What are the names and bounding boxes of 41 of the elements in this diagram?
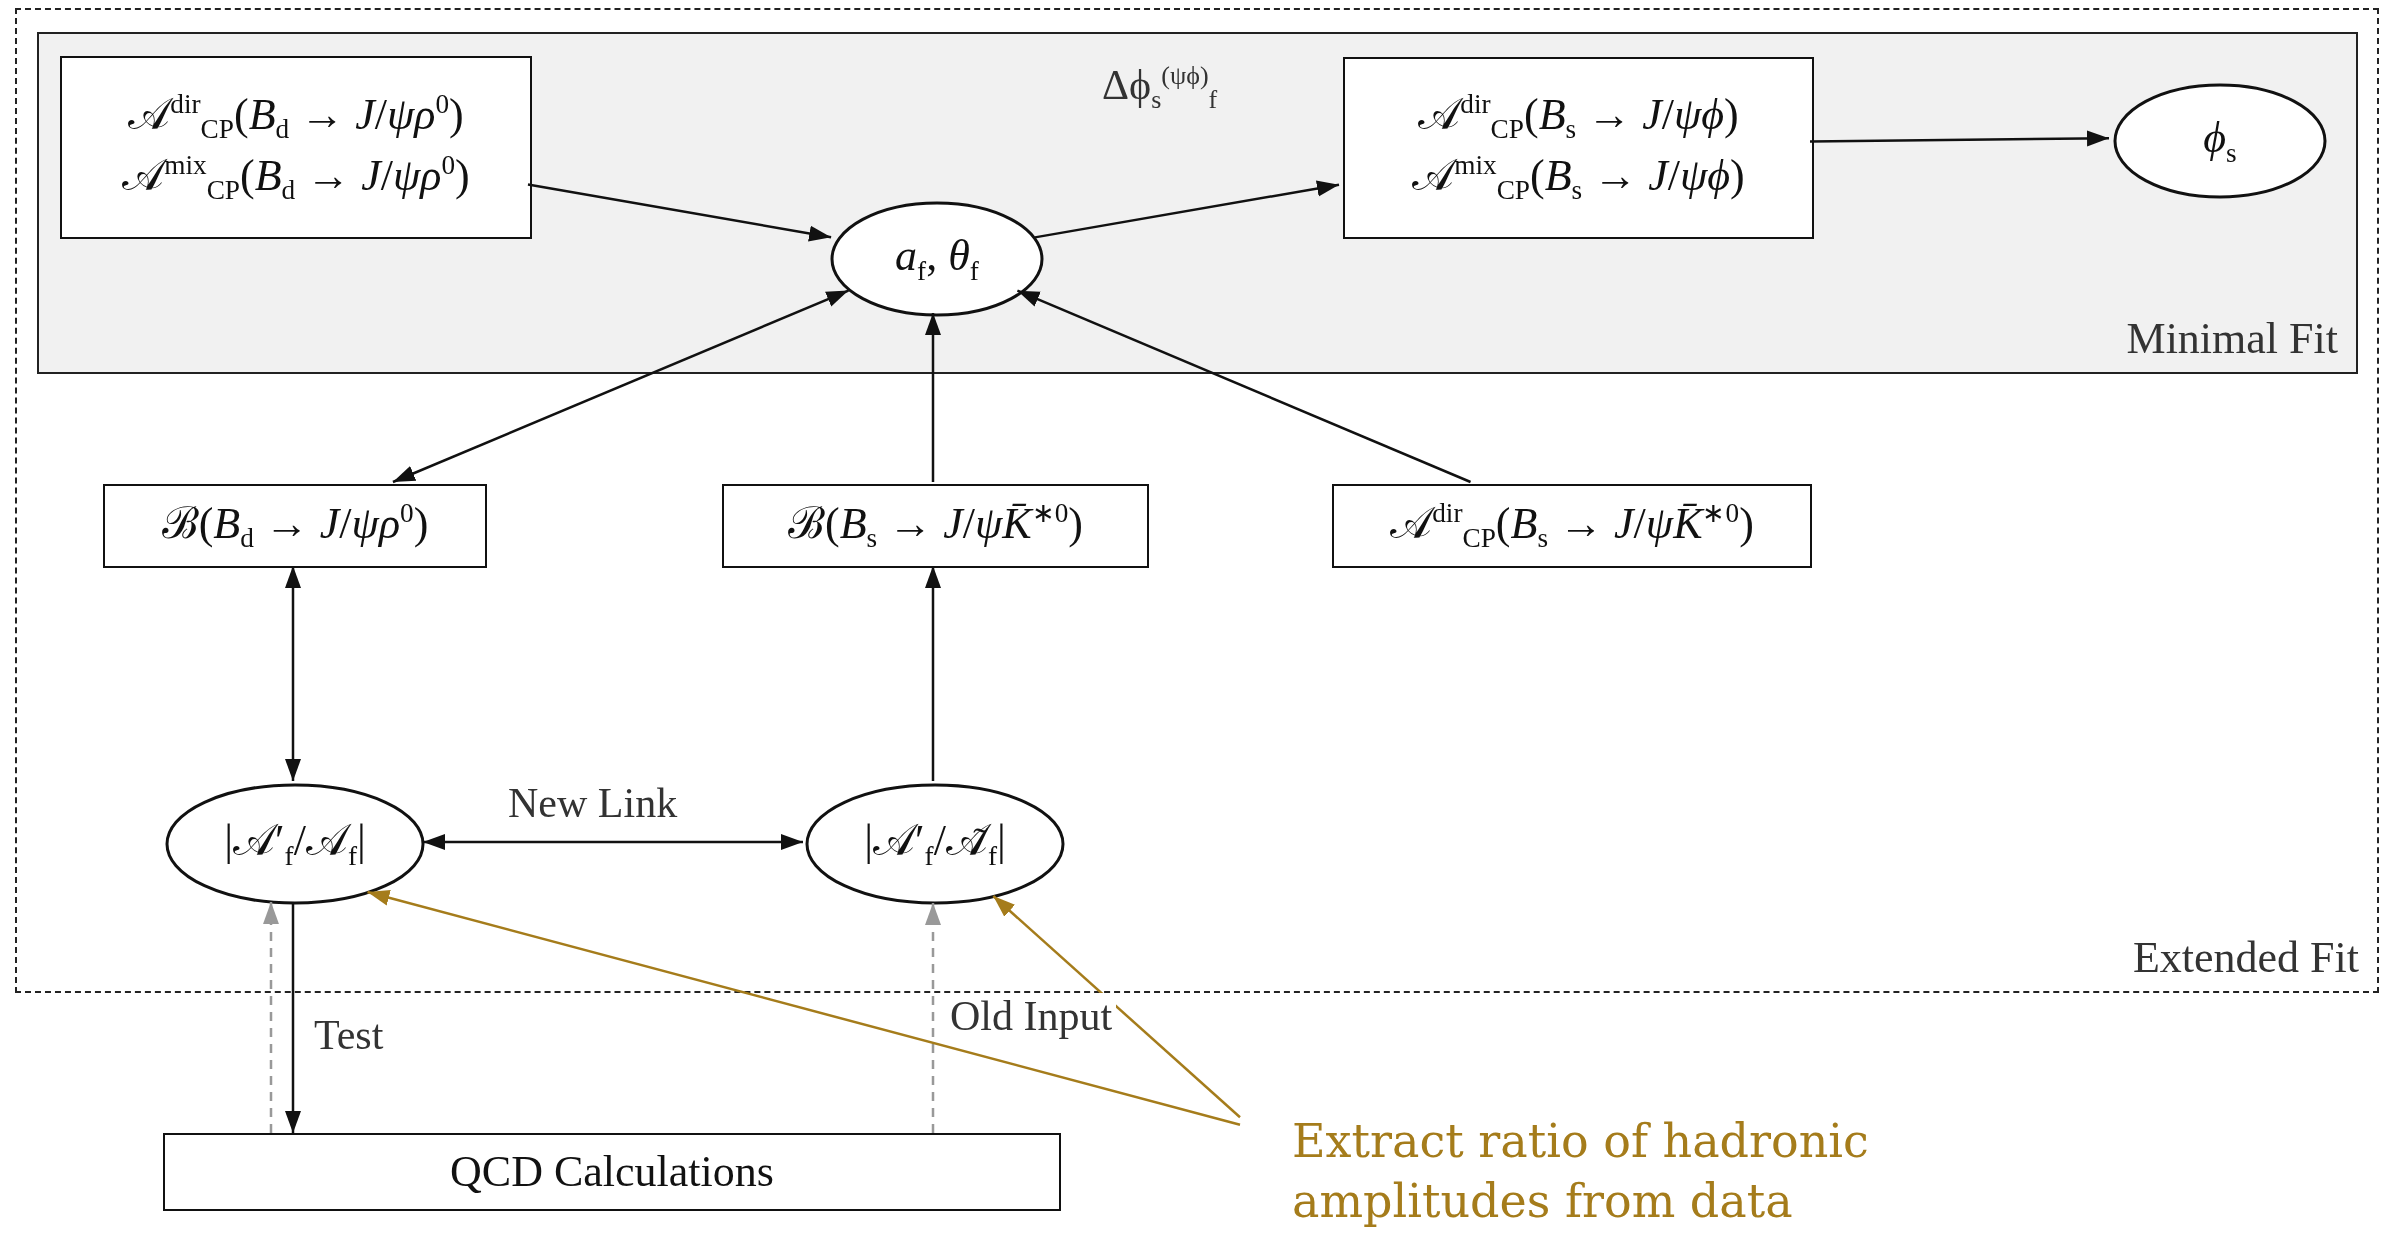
calculation-box [163,1133,1061,1211]
math-label: QCD Calculations [450,1146,774,1198]
annotation-text: Extract ratio of hadronic amplitudes from data [1240,1112,1960,1242]
observable-box [60,56,532,239]
math-label: a$_{f}$, θ$_{f}$ [895,230,979,288]
region-heading: Minimal Fit [2126,313,2338,364]
parameter-ellipse [2113,83,2327,199]
math-label: ℬ(B$_{s}$ → J/ψK̄$^{∗0}$) [788,497,1083,555]
arrow [527,183,832,242]
arrow [423,834,803,850]
math-label: 𝒜$^{dir}$$_{CP}$(B$_{d}$ → J/ψρ$^{0}$) [128,88,464,146]
ratio-ellipse [805,783,1065,905]
observable-box [722,484,1149,568]
minimal-fit-region [37,32,2358,374]
leader-line [367,889,1241,1126]
math-label: 𝒜$^{dir}$$_{CP}$(B$_{s}$ → J/ψK̄$^{∗0}$) [1390,497,1754,555]
region-heading: Extended Fit [2132,932,2359,983]
math-label: 𝒜$^{mix}$$_{CP}$(B$_{s}$ → J/ψϕ) [1412,150,1745,207]
arrow [1016,289,1472,484]
math-label: 𝒜$^{mix}$$_{CP}$(B$_{d}$ → J/ψρ$^{0}$) [122,149,470,207]
observable-box [1332,484,1812,568]
arrow [925,313,941,482]
leader-line [992,895,1241,1119]
arrow [285,566,301,781]
parameter-ellipse [830,201,1044,317]
math-label: 𝒜$^{dir}$$_{CP}$(B$_{s}$ → J/ψϕ) [1418,89,1739,146]
ratio-ellipse [165,783,425,905]
arrow [392,289,849,484]
arrow [925,566,941,781]
arrow [1034,180,1340,239]
observable-box [1343,57,1814,239]
math-label: |𝒜′$_{f}$/𝒜̃$_{f}$| [864,815,1006,873]
math-label: |𝒜′$_{f}$/𝒜$_{f}$| [224,815,366,873]
observable-box [103,484,487,568]
arrow [263,902,279,1133]
arrow [925,903,941,1133]
math-label: ϕ$_{s}$ [2203,112,2237,170]
math-label: ℬ(B$_{d}$ → J/ψρ$^{0}$) [161,497,429,555]
arrow [1810,130,2110,147]
arrow [285,903,301,1133]
extended-fit-region [15,8,2379,993]
